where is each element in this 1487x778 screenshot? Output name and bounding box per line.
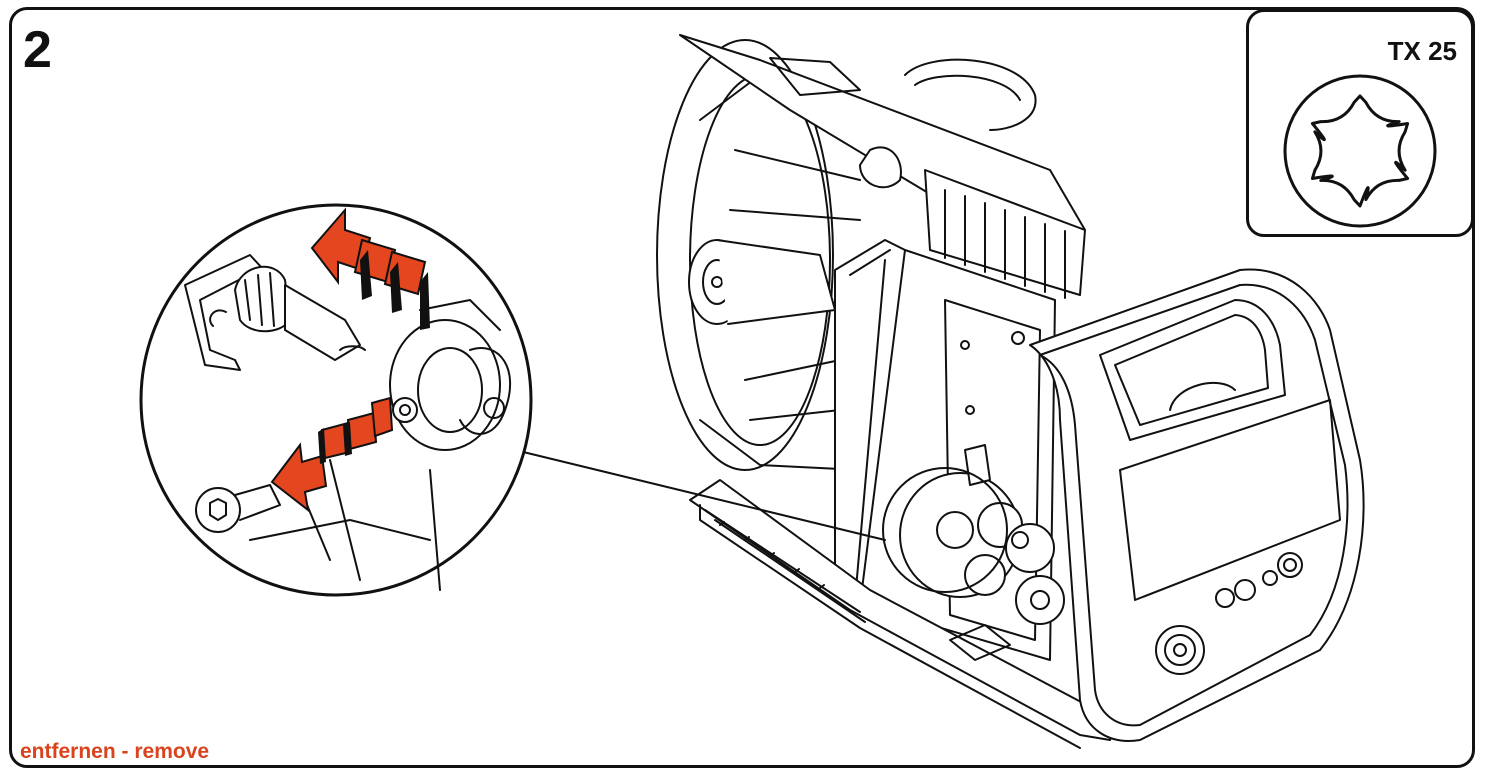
diagram-frame bbox=[9, 7, 1475, 768]
tool-label: TX 25 bbox=[1387, 36, 1457, 66]
removal-arrow-lower bbox=[270, 396, 394, 513]
instruction-caption: entfernen - remove bbox=[20, 740, 210, 763]
machine-drawing bbox=[656, 34, 1365, 749]
torx-star-icon bbox=[1283, 74, 1437, 228]
removal-arrow-upper bbox=[310, 207, 430, 330]
magnified-detail bbox=[139, 203, 533, 597]
callout-leader-line bbox=[514, 449, 886, 541]
tool-box: TX 25 bbox=[1246, 9, 1474, 237]
step-number: 2 bbox=[23, 21, 52, 79]
